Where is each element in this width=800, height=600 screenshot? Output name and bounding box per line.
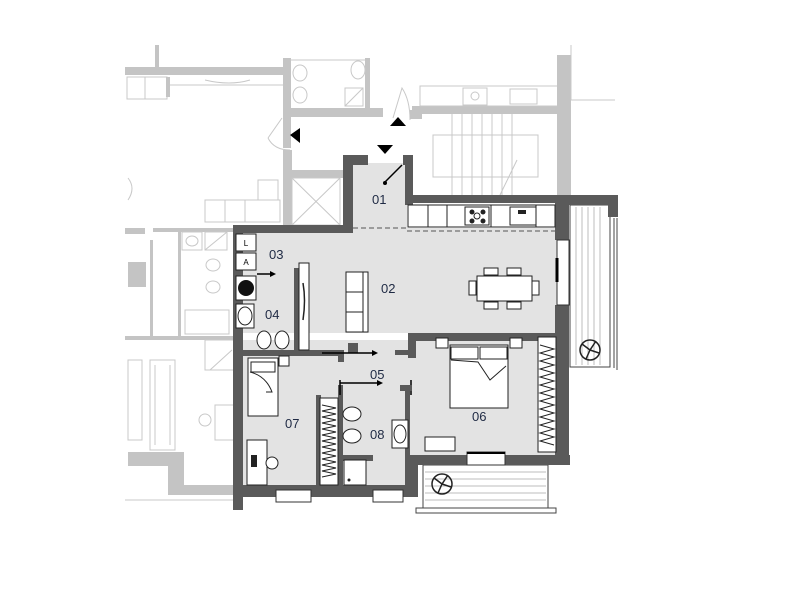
nightstand <box>278 355 290 367</box>
double-bed <box>435 337 523 409</box>
water-heater-tag: A <box>243 258 249 267</box>
context-building <box>125 45 615 501</box>
room-labels: 01 02 03 04 05 06 07 08 <box>265 192 486 442</box>
laundry-closet: L A <box>235 233 276 277</box>
washbasin-icon <box>235 303 255 329</box>
shower-icon <box>343 459 367 486</box>
sink-icon <box>509 206 537 226</box>
arrow-down-icon <box>377 145 393 154</box>
bidet-icon <box>256 330 272 350</box>
room-label-02: 02 <box>381 281 395 296</box>
room-label-07: 07 <box>285 416 299 431</box>
wardrobe-07 <box>319 397 339 486</box>
arrow-left-icon <box>290 128 300 143</box>
entrance-markers <box>290 117 406 154</box>
entry-door-icon <box>383 164 403 185</box>
dining-table <box>468 267 540 310</box>
laundry-tag: L <box>244 239 249 248</box>
room-label-04: 04 <box>265 307 279 322</box>
plant-icon <box>431 473 453 495</box>
bidet-icon <box>342 428 362 444</box>
single-bed <box>247 357 279 417</box>
sofa <box>345 271 369 333</box>
bathroom-04-fixtures <box>235 275 378 356</box>
wardrobe <box>298 262 310 351</box>
windows <box>275 227 570 503</box>
toilet-icon <box>342 406 362 422</box>
kitchen-counter <box>407 204 556 228</box>
room-label-03: 03 <box>269 247 283 262</box>
desk <box>246 439 279 486</box>
arrow-up-icon <box>390 117 406 126</box>
terrace-south <box>415 464 557 514</box>
toilet-icon <box>274 330 290 350</box>
room-label-08: 08 <box>370 427 384 442</box>
bathroom-08-fixtures <box>342 406 409 486</box>
dresser <box>424 436 456 452</box>
plant-icon <box>579 339 601 361</box>
wardrobe-06 <box>537 336 557 453</box>
room-label-06: 06 <box>472 409 486 424</box>
chair-icon <box>265 456 279 470</box>
stove-icon <box>464 206 490 226</box>
room-label-01: 01 <box>372 192 386 207</box>
hallway-doors <box>339 380 412 395</box>
room-label-05: 05 <box>370 367 384 382</box>
